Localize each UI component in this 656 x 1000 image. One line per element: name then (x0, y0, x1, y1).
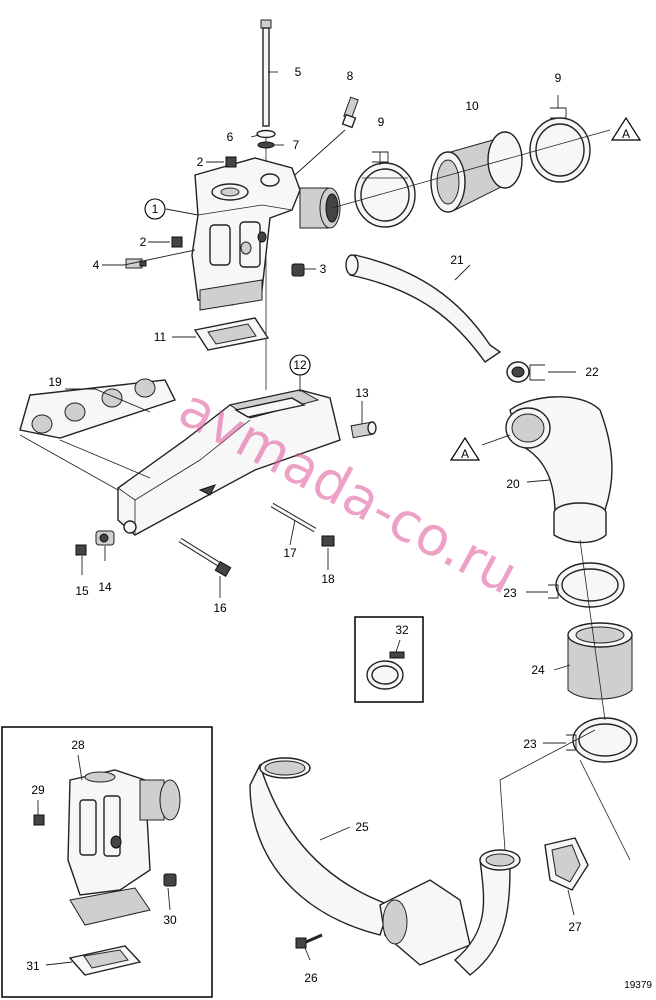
callout-31: 31 (26, 959, 40, 973)
callout-32: 32 (395, 623, 409, 637)
gasket-11 (193, 317, 270, 351)
callout-4: 4 (93, 258, 100, 272)
stud-17 (270, 502, 317, 533)
plug-15 (75, 544, 87, 556)
hose-clamp-23a (555, 562, 625, 608)
leader-lines (37, 71, 577, 966)
callout-2b: 2 (140, 235, 147, 249)
exhaust-pipe-25 (249, 757, 521, 976)
callout-9b: 9 (555, 71, 562, 85)
callout-1: 1 (152, 202, 159, 216)
callout-21: 21 (450, 253, 464, 267)
callout-9a: 9 (378, 115, 385, 129)
riser-outlet (299, 187, 341, 229)
connector-a-mid (449, 436, 481, 461)
callout-12: 12 (293, 358, 307, 372)
callout-10: 10 (465, 99, 479, 113)
callout-28: 28 (71, 738, 85, 752)
nut-30 (163, 873, 177, 887)
elbow-20 (505, 396, 613, 544)
callout-circle-12 (289, 354, 311, 376)
callout-11: 11 (154, 330, 167, 344)
exhaust-bellows-10 (430, 131, 523, 213)
washer-7 (257, 141, 275, 149)
gasket-19 (19, 378, 176, 439)
stud-16 (178, 537, 232, 578)
callout-labels: 1 2 2 3 4 5 6 7 8 9 9 10 11 12 13 14 15 … (26, 65, 652, 991)
callout-circle-1 (144, 198, 166, 220)
callout-18: 18 (321, 572, 335, 586)
callout-24: 24 (531, 663, 545, 677)
riser-28 (67, 769, 181, 926)
connector-a-mid-label: A (461, 447, 469, 461)
callout-15: 15 (75, 584, 89, 598)
plug-14 (95, 530, 115, 546)
callout-29: 29 (31, 783, 45, 797)
callout-5: 5 (295, 65, 302, 79)
gasket-31 (68, 945, 142, 976)
callout-8: 8 (347, 69, 354, 83)
sensor-8 (341, 96, 359, 129)
gasket-27 (544, 837, 589, 891)
hose-clamp-9b (529, 117, 591, 183)
plug-29 (33, 814, 45, 826)
hose-clamp-9a (354, 162, 416, 228)
riser-1 (191, 157, 301, 311)
callout-19: 19 (48, 375, 62, 389)
clamp-32 (366, 651, 405, 690)
callout-27: 27 (568, 920, 582, 934)
fitting-13 (350, 421, 377, 439)
callout-2a: 2 (197, 155, 204, 169)
callout-3: 3 (320, 262, 327, 276)
callout-14: 14 (98, 580, 112, 594)
callout-16: 16 (213, 601, 227, 615)
washer-6 (256, 129, 276, 139)
nut-3 (291, 263, 305, 277)
exhaust-bellows-24 (567, 622, 633, 700)
callout-17: 17 (283, 546, 297, 560)
callout-26: 26 (304, 971, 318, 985)
callout-23a: 23 (503, 586, 517, 600)
nut-18 (321, 535, 335, 547)
reference-number: 19379 (624, 980, 652, 991)
bolt-26 (295, 933, 323, 949)
callout-13: 13 (355, 386, 369, 400)
plug-2a (225, 156, 237, 168)
callout-7: 7 (293, 138, 300, 152)
clamp-22 (506, 361, 530, 383)
callout-6: 6 (227, 130, 234, 144)
callout-30: 30 (163, 913, 177, 927)
callout-25: 25 (355, 820, 369, 834)
connector-a-top-label: A (622, 127, 630, 141)
plug-2b (171, 236, 183, 248)
exhaust-manifold-12 (117, 389, 341, 536)
connector-a-top (610, 116, 642, 141)
hose-21 (345, 254, 502, 363)
hose-clamp-23b (572, 717, 638, 763)
callout-22: 22 (585, 365, 599, 379)
callout-23b: 23 (523, 737, 537, 751)
callout-20: 20 (506, 477, 520, 491)
